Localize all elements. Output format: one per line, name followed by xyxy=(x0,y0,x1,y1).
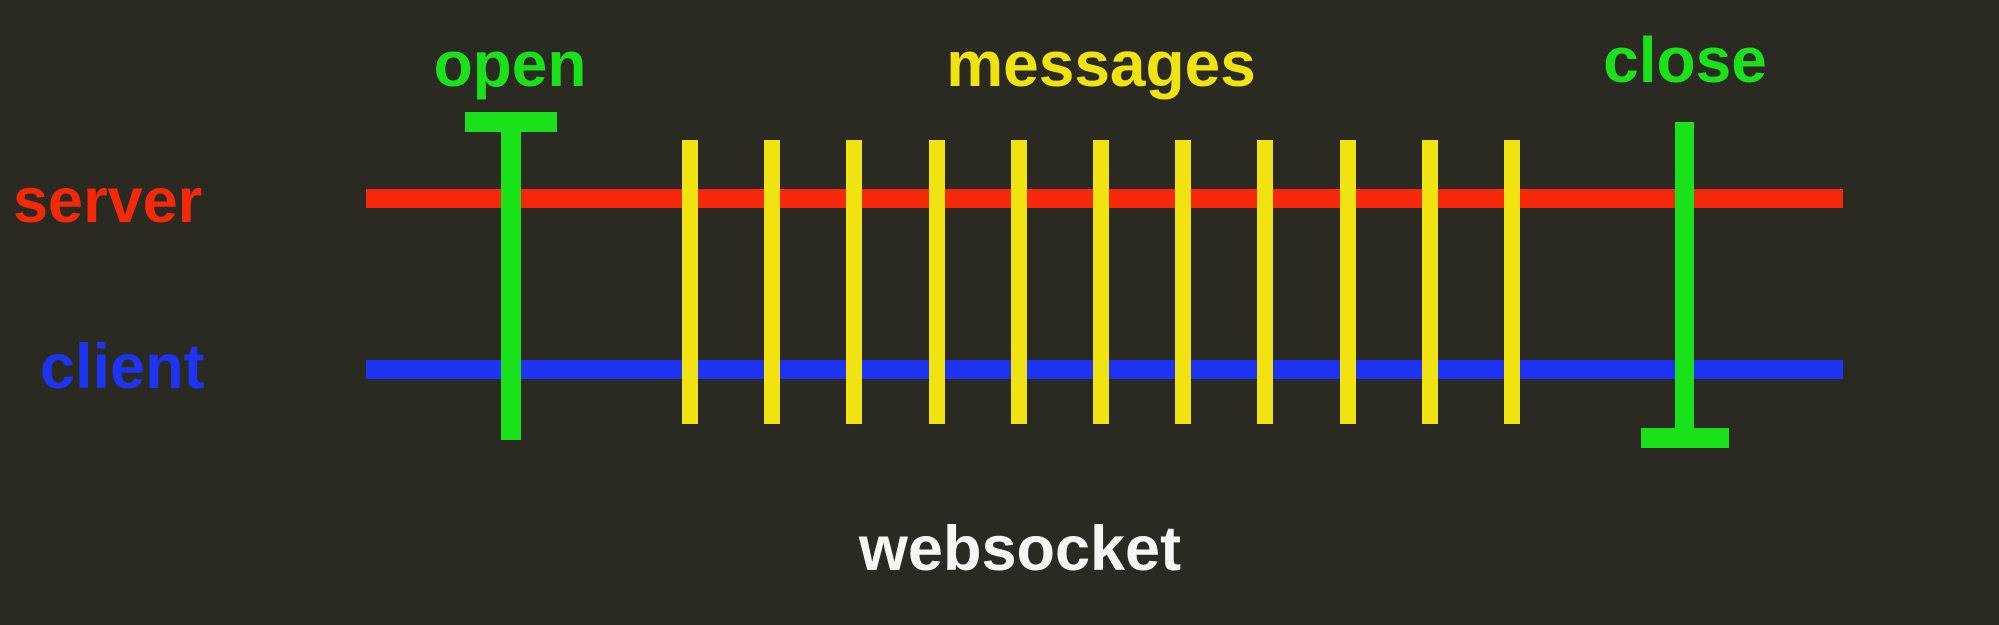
message-bar xyxy=(1257,140,1273,424)
message-bar xyxy=(1422,140,1438,424)
message-bar xyxy=(1011,140,1027,424)
message-bar xyxy=(846,140,862,424)
message-bar xyxy=(682,140,698,424)
close-label: close xyxy=(1603,24,1767,96)
message-bar xyxy=(764,140,780,424)
message-bar xyxy=(1340,140,1356,424)
messages-label: messages xyxy=(946,28,1256,100)
message-bar xyxy=(1504,140,1520,424)
open-label: open xyxy=(433,28,587,100)
diagram-title: websocket xyxy=(858,514,1182,584)
close-marker-stem xyxy=(1675,122,1694,448)
close-marker-cap xyxy=(1641,428,1729,448)
message-bar xyxy=(1093,140,1109,424)
client-lane-label: client xyxy=(40,332,205,402)
message-bar xyxy=(929,140,945,424)
message-bar xyxy=(1175,140,1191,424)
open-marker-stem xyxy=(501,112,521,440)
server-lane-label: server xyxy=(13,166,203,236)
